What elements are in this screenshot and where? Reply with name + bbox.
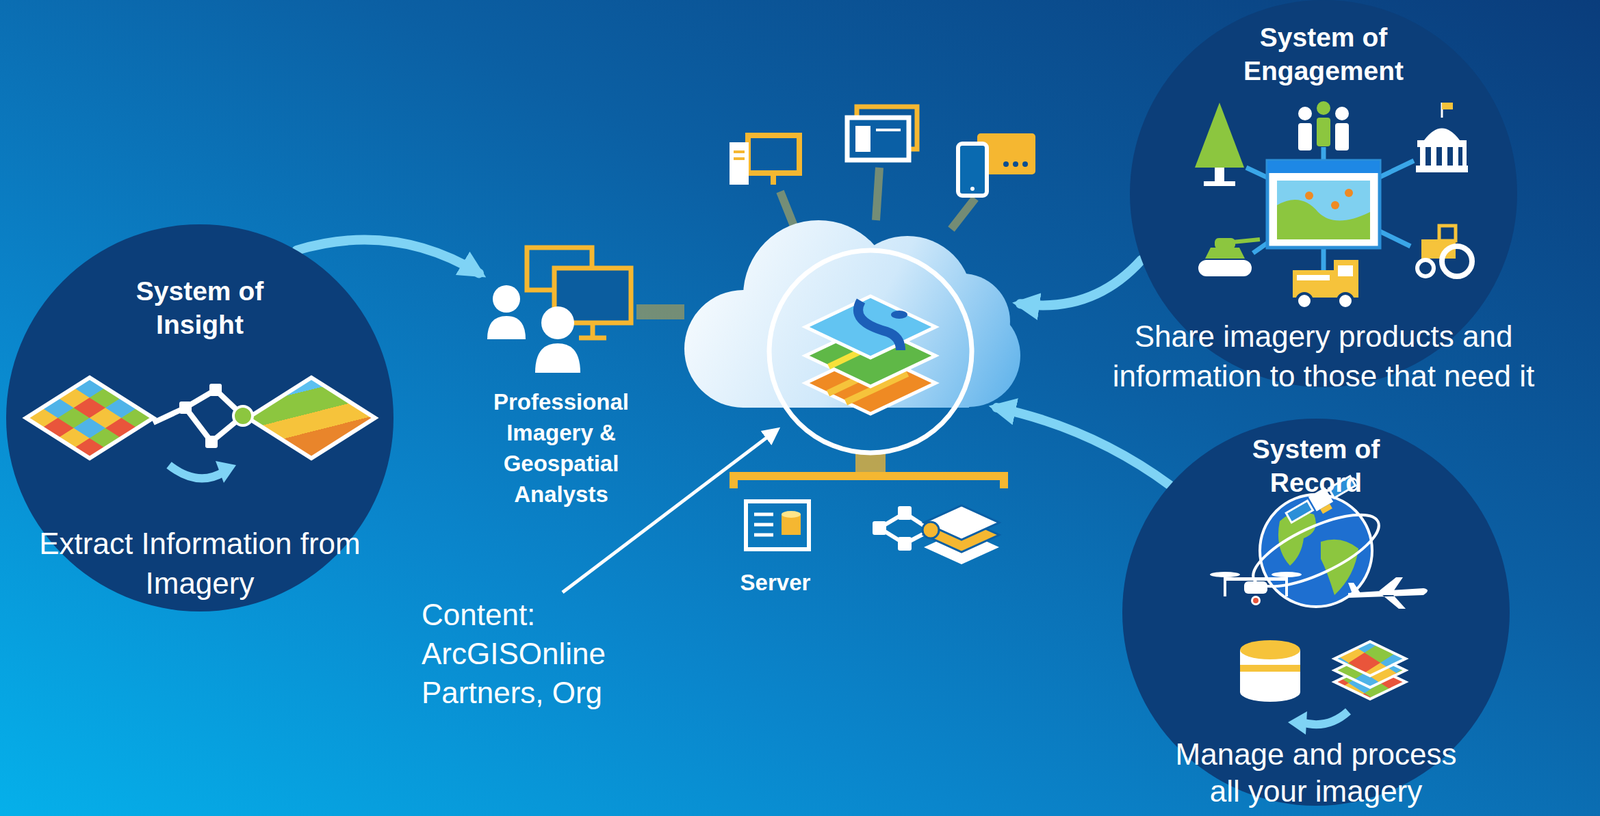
mobile-icon [958, 133, 1036, 196]
circle-caption: Share imagery products and information t… [1077, 316, 1570, 397]
node-label: Professional Imagery & Geospatial Analys… [479, 386, 644, 510]
analysis-icon [872, 505, 1000, 565]
circle-title: System of Engagement [1227, 20, 1420, 88]
record-circle: System of RecordManage and process all y… [1122, 418, 1510, 807]
circle-title: System of Insight [110, 274, 289, 342]
flow-arrow [996, 407, 1170, 486]
desktop-icon [729, 135, 800, 185]
insight-circle: System of InsightExtract Information fro… [6, 224, 394, 612]
tablet-icon [847, 106, 918, 161]
circle-caption: Extract Information from Imagery [39, 524, 361, 604]
analyst-node: Professional Imagery & Geospatial Analys… [479, 242, 644, 497]
server-base [733, 451, 1004, 550]
engagement-circle: System of EngagementShare imagery produc… [1129, 0, 1518, 388]
flow-arrow [297, 240, 480, 274]
device-rays [780, 167, 976, 230]
cloud-shape [681, 218, 1021, 408]
circle-caption: Manage and process all your imagery [1165, 736, 1467, 811]
flow-arrow [1020, 260, 1142, 306]
analyst-icon [487, 247, 685, 373]
content-note: Content: ArcGISOnline Partners, Org [421, 595, 641, 713]
server-label: Server [713, 569, 837, 597]
circle-title: System of Record [1227, 432, 1405, 500]
cloud-node: Server [681, 218, 1021, 408]
